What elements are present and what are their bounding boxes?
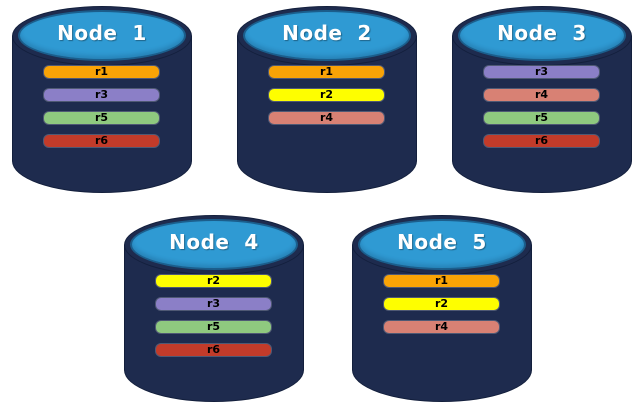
node-label: Node 5 (397, 230, 487, 254)
record-bar-r4: r4 (384, 321, 499, 333)
node-cylinder-4: Node 4 r2 r3 r5 r6 (124, 215, 304, 402)
record-bar-r4: r4 (484, 89, 599, 101)
node-label: Node 4 (169, 230, 259, 254)
cylinder-top-face (243, 10, 411, 61)
cylinder-top-face (18, 10, 186, 61)
records-list: r3 r4 r5 r6 (484, 66, 599, 147)
record-bar-r2: r2 (156, 275, 271, 287)
record-bar-r4: r4 (269, 112, 384, 124)
records-list: r1 r2 r4 (269, 66, 384, 124)
node-cylinder-5: Node 5 r1 r2 r4 (352, 215, 532, 402)
record-bar-r2: r2 (384, 298, 499, 310)
node-cylinder-3: Node 3 r3 r4 r5 r6 (452, 6, 632, 193)
record-bar-r5: r5 (44, 112, 159, 124)
node-label: Node 3 (497, 21, 587, 45)
node-label: Node 2 (282, 21, 372, 45)
record-bar-r6: r6 (484, 135, 599, 147)
records-list: r1 r2 r4 (384, 275, 499, 333)
records-list: r2 r3 r5 r6 (156, 275, 271, 356)
record-bar-r6: r6 (156, 344, 271, 356)
record-bar-r1: r1 (384, 275, 499, 287)
record-bar-r6: r6 (44, 135, 159, 147)
record-bar-r3: r3 (44, 89, 159, 101)
record-bar-r3: r3 (484, 66, 599, 78)
record-bar-r3: r3 (156, 298, 271, 310)
record-bar-r5: r5 (156, 321, 271, 333)
record-bar-r1: r1 (269, 66, 384, 78)
cylinder-top-face (358, 219, 526, 270)
record-bar-r2: r2 (269, 89, 384, 101)
cylinder-top-face (458, 10, 626, 61)
record-bar-r5: r5 (484, 112, 599, 124)
records-list: r1 r3 r5 r6 (44, 66, 159, 147)
cylinder-top-face (130, 219, 298, 270)
node-label: Node 1 (57, 21, 147, 45)
node-cylinder-2: Node 2 r1 r2 r4 (237, 6, 417, 193)
node-cylinder-1: Node 1 r1 r3 r5 r6 (12, 6, 192, 193)
record-bar-r1: r1 (44, 66, 159, 78)
